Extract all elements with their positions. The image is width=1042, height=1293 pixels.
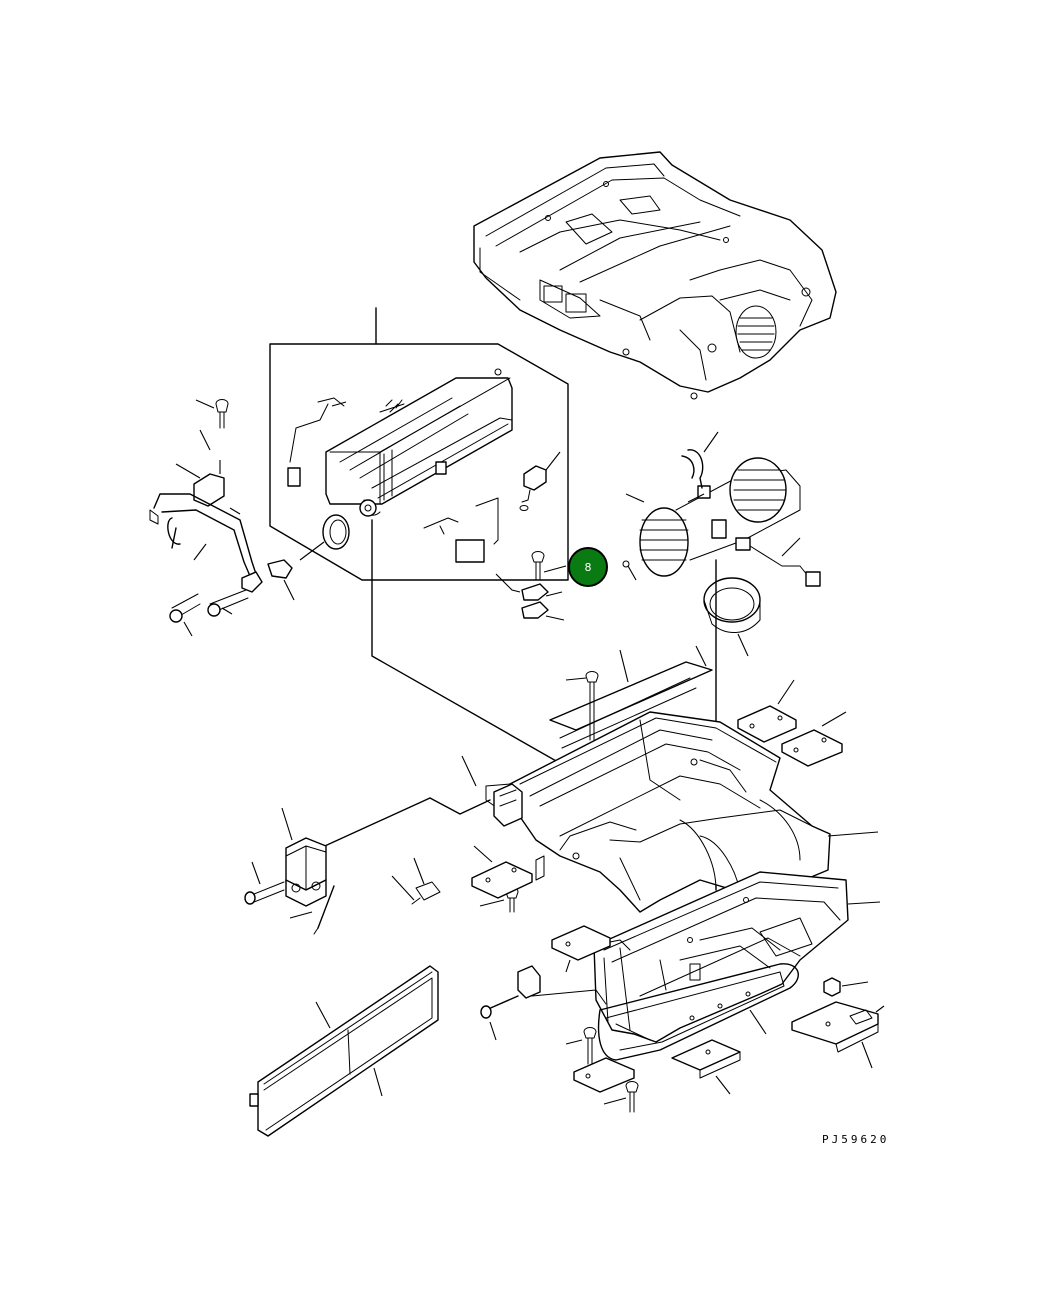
callout-8[interactable]: 8 (568, 547, 608, 587)
controller-probe (289, 885, 335, 935)
screw-bottom-1 (565, 1027, 597, 1065)
thermistor-sensor (287, 397, 347, 487)
wire-clip (423, 517, 459, 535)
bolt-top-left (195, 399, 229, 429)
controller-bolt (244, 861, 285, 905)
small-tab (535, 855, 545, 881)
electronic-controller (281, 807, 327, 907)
drawing-code: PJ59620 (822, 1133, 889, 1146)
evaporator-assembly-frame (269, 307, 569, 581)
bell-mouth-ring (703, 577, 761, 657)
blower-motor-assembly (622, 457, 801, 581)
unit-blower-wheel (735, 305, 777, 359)
bracket-right-1 (737, 679, 797, 743)
bottom-plate (671, 1039, 741, 1095)
lower-case-housing (593, 871, 881, 1043)
pipe-fitting (241, 559, 295, 601)
nut-bottom-right (823, 977, 869, 997)
assembled-unit (473, 151, 837, 400)
mount-clamp-upper (521, 583, 563, 601)
bracket-bottom-1 (573, 1057, 635, 1093)
screw-cover (565, 671, 599, 741)
damper-actuator (480, 965, 607, 1041)
hose-elbow (681, 431, 719, 489)
clip-small (391, 857, 441, 905)
upper-case-housing (461, 711, 879, 913)
thermo-switch (315, 783, 523, 851)
mount-clamp-lower (521, 601, 565, 621)
bracket-small-mid (471, 845, 533, 899)
expansion-valve (519, 451, 561, 511)
base-gasket (597, 963, 799, 1061)
air-filter (249, 965, 439, 1137)
o-ring-seal (299, 514, 350, 561)
pipe-clamp (175, 429, 225, 507)
label-plate (455, 539, 485, 563)
bracket-right-2 (781, 711, 847, 767)
motor-connector (735, 537, 821, 587)
evaporator-core (325, 368, 513, 517)
bolts-pair (169, 589, 249, 637)
refrigerant-pipes (149, 493, 257, 577)
bracket-bottom-right (791, 1001, 885, 1069)
screw-bottom-2 (603, 1081, 639, 1113)
bolt-callout-8 (531, 551, 567, 581)
callout-8-label: 8 (585, 561, 592, 574)
bracket-lower-left (551, 925, 611, 973)
